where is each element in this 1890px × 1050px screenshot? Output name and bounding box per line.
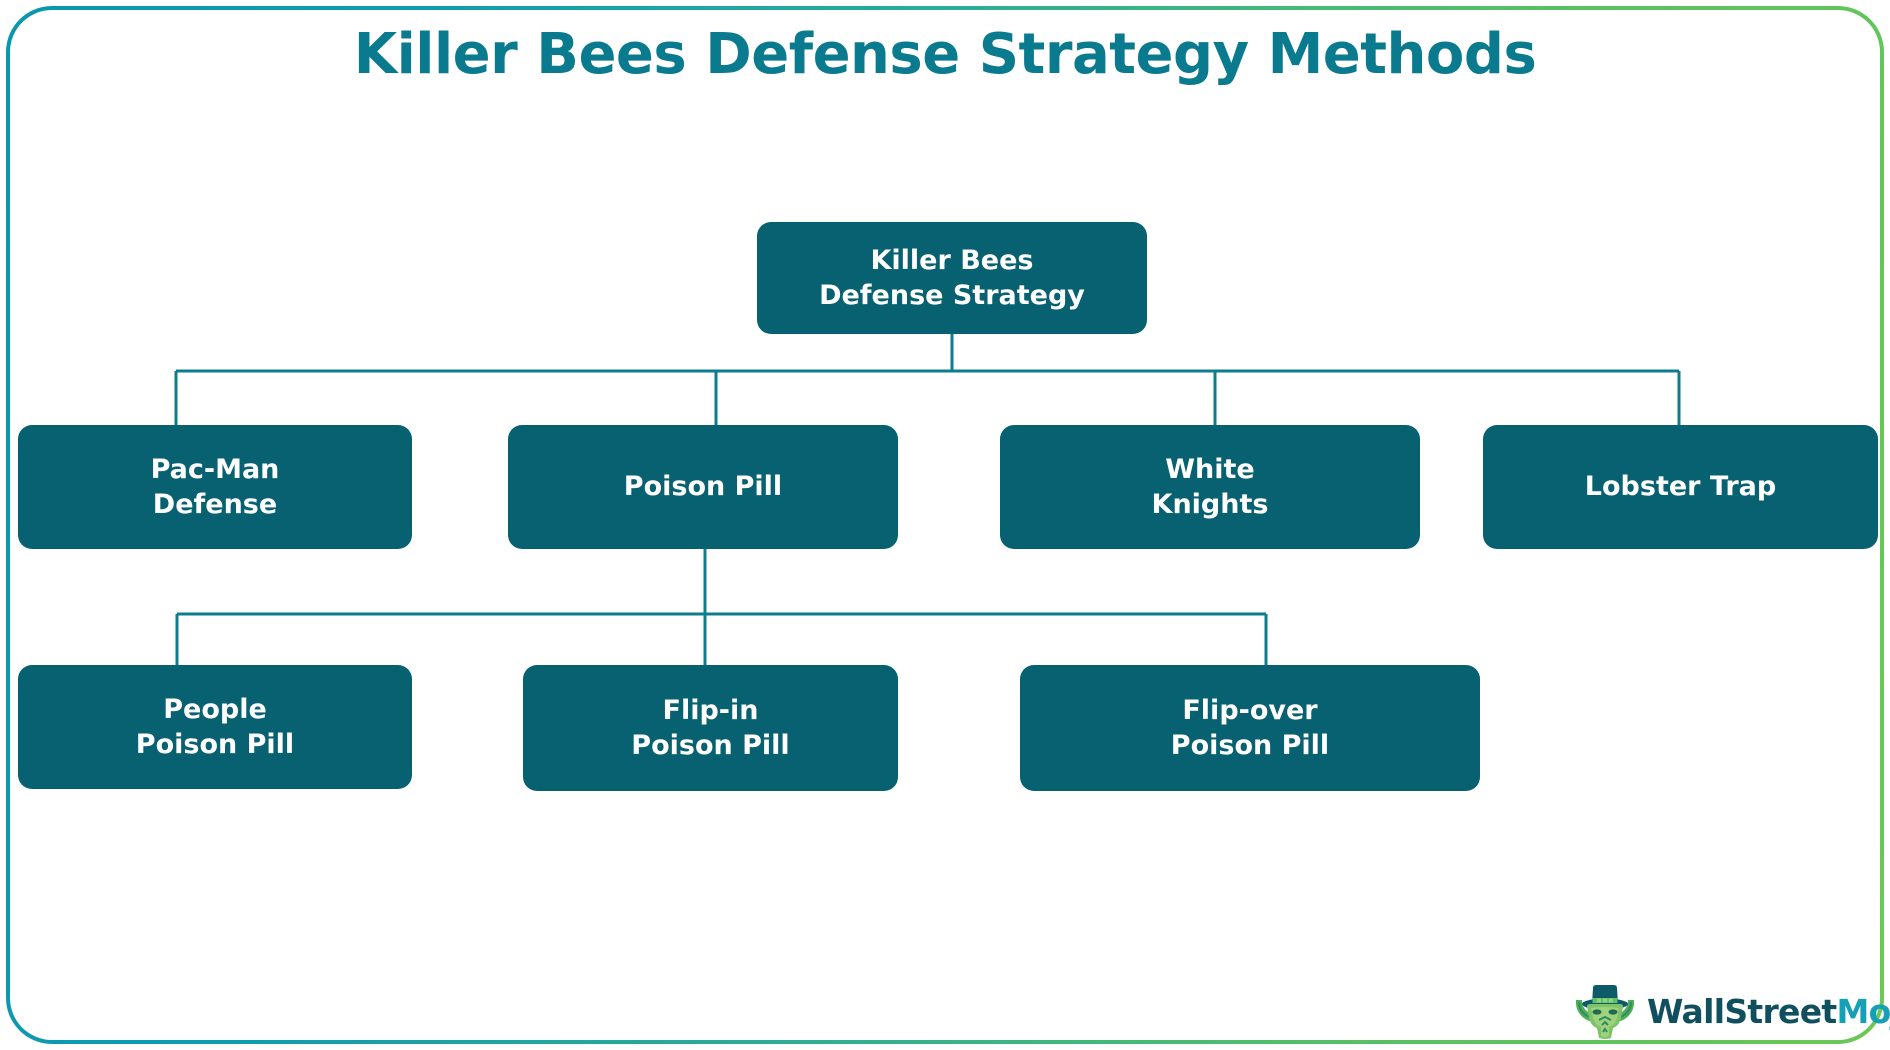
node-flip-in-poison-pill[interactable]: Flip-in Poison Pill (523, 665, 898, 791)
logo-wordmark: WallStreetMojo (1647, 992, 1890, 1031)
page-title: Killer Bees Defense Strategy Methods (353, 22, 1537, 87)
node-label-line2: Defense (152, 489, 278, 520)
logo-text-secondary: Mojo (1836, 991, 1890, 1031)
node-lobster-trap[interactable]: Lobster Trap (1483, 425, 1878, 549)
node-killer-bees-defense-strategy[interactable]: Killer Bees Defense Strategy (757, 222, 1147, 334)
node-label-line2: Poison Pill (631, 730, 790, 761)
node-label-line1: People (163, 693, 267, 725)
wallstreetmojo-logo[interactable]: WallStreetMojo (1573, 980, 1890, 1042)
node-label-line2: Defense Strategy (819, 280, 1085, 311)
node-label-line2: Poison Pill (1170, 730, 1330, 761)
node-label-line1: Flip-over (1182, 694, 1318, 726)
node-label-line1: Poison Pill (623, 471, 783, 503)
bull-mascot-icon (1575, 985, 1635, 1039)
logo-text-primary: WallStreet (1647, 991, 1837, 1031)
node-label-line1: Flip-in (662, 694, 759, 726)
node-flip-over-poison-pill[interactable]: Flip-over Poison Pill (1020, 665, 1480, 791)
node-poison-pill[interactable]: Poison Pill (508, 425, 898, 549)
node-white-knights[interactable]: White Knights (1000, 425, 1420, 549)
node-label-line1: Killer Bees (870, 244, 1034, 276)
node-pac-man-defense[interactable]: Pac-Man Defense (18, 425, 412, 549)
node-label-line1: Pac-Man (150, 453, 280, 485)
node-label-line2: Knights (1151, 489, 1269, 520)
node-label-line2: Poison Pill (135, 729, 295, 760)
node-label-line1: Lobster Trap (1584, 471, 1777, 503)
node-label-line1: White (1165, 453, 1255, 485)
node-people-poison-pill[interactable]: People Poison Pill (18, 665, 412, 789)
